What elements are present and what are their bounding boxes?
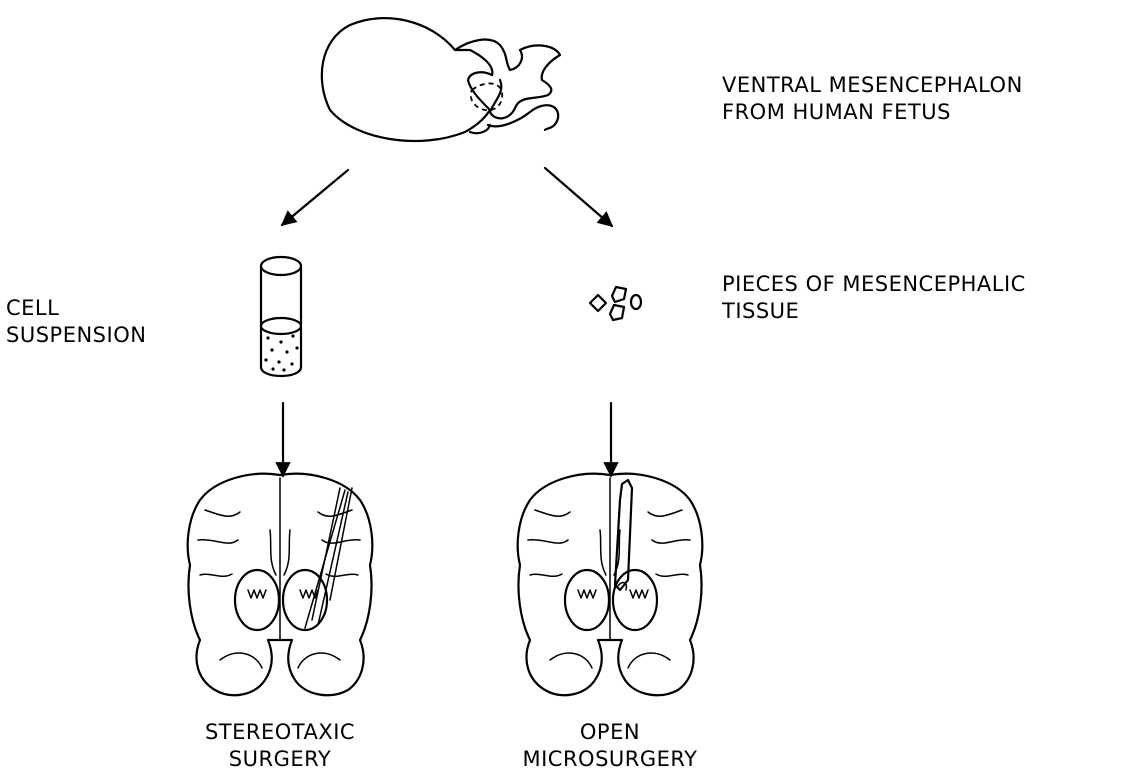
cell-suspension-label-line2: SUSPENSION (6, 322, 146, 349)
cell-suspension-label: CELL SUSPENSION (6, 295, 146, 349)
source-label: VENTRAL MESENCEPHALON FROM HUMAN FETUS (722, 72, 1023, 126)
arrow-to-pieces (545, 168, 612, 226)
stereotaxic-surgery-label-line2: SURGERY (180, 746, 380, 773)
open-microsurgery-label-line2: MICROSURGERY (505, 746, 715, 773)
cell-suspension-label-line1: CELL (6, 295, 146, 322)
stereotaxic-surgery-label-line1: STEREOTAXIC (180, 719, 380, 746)
source-label-line1: VENTRAL MESENCEPHALON (722, 72, 1023, 99)
tissue-pieces-label-line2: TISSUE (722, 298, 1026, 325)
source-label-line2: FROM HUMAN FETUS (722, 99, 1023, 126)
open-microsurgery-label: OPEN MICROSURGERY (505, 719, 715, 773)
tissue-pieces-icon (590, 287, 641, 320)
tissue-pieces-label: PIECES OF MESENCEPHALIC TISSUE (722, 271, 1026, 325)
brain-section-microsurgery (518, 474, 703, 695)
stereotaxic-surgery-label: STEREOTAXIC SURGERY (180, 719, 380, 773)
test-tube-icon (261, 257, 301, 376)
fetal-brain-drawing (322, 18, 560, 141)
tissue-pieces-label-line1: PIECES OF MESENCEPHALIC (722, 271, 1026, 298)
brain-section-stereotaxic (188, 474, 373, 695)
open-microsurgery-label-line1: OPEN (505, 719, 715, 746)
arrow-to-suspension (282, 170, 348, 225)
